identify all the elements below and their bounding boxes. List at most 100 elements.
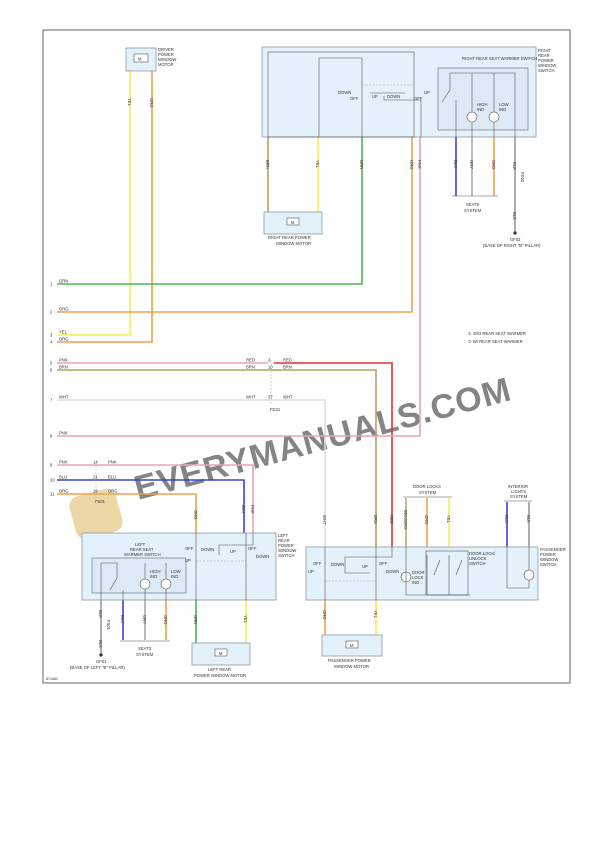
svg-text:BLU: BLU bbox=[120, 615, 125, 623]
svg-text:LOW: LOW bbox=[499, 102, 509, 107]
svg-text:PNK: PNK bbox=[250, 505, 255, 514]
svg-text:PASSENGER POWER: PASSENGER POWER bbox=[328, 658, 371, 663]
driver-power-window-motor: M DRIVER POWER WINDOW MOTOR bbox=[125, 47, 176, 72]
row-label: 2 bbox=[50, 310, 53, 315]
svg-text:DOOR LOCKS: DOOR LOCKS bbox=[413, 484, 441, 489]
passenger-power-window-motor: M PASSENGER POWER WINDOW MOTOR bbox=[321, 634, 383, 669]
row-label: 10 bbox=[268, 365, 273, 370]
svg-text:POWER: POWER bbox=[540, 552, 556, 557]
wire-yel-driver bbox=[57, 70, 131, 336]
svg-text:POWER: POWER bbox=[538, 58, 554, 63]
svg-text:GRY: GRY bbox=[469, 160, 474, 169]
svg-text:SYSTEM: SYSTEM bbox=[510, 494, 528, 499]
svg-text:SEATS: SEATS bbox=[138, 646, 152, 651]
watermark-logo-icon bbox=[69, 488, 123, 540]
wire-label: YEL bbox=[127, 98, 132, 107]
svg-text:GF02: GF02 bbox=[510, 237, 521, 242]
svg-text:RIGHT REAR POWER: RIGHT REAR POWER bbox=[268, 235, 311, 240]
svg-text:UP: UP bbox=[230, 549, 236, 554]
row-label: 11 bbox=[50, 492, 55, 497]
svg-text:SYSTEM: SYSTEM bbox=[464, 208, 482, 213]
svg-text:DOOR: DOOR bbox=[412, 570, 425, 575]
svg-text:WINDOW: WINDOW bbox=[158, 57, 176, 62]
wire-org-driver bbox=[57, 70, 153, 343]
svg-text:BLU: BLU bbox=[504, 515, 509, 523]
svg-text:WINDOW: WINDOW bbox=[538, 63, 556, 68]
svg-text:GRY: GRY bbox=[142, 615, 147, 624]
row-label: BRN bbox=[59, 365, 68, 370]
legend-item: ② W/ REAR SEAT WARMER bbox=[468, 339, 523, 344]
row-label: WHT bbox=[246, 395, 256, 400]
row-label: 4 bbox=[50, 340, 53, 345]
svg-text:LEFT: LEFT bbox=[135, 542, 146, 547]
svg-text:UP: UP bbox=[308, 569, 314, 574]
row-label: RED bbox=[283, 358, 292, 363]
wires bbox=[57, 70, 530, 654]
svg-text:HIGH: HIGH bbox=[150, 569, 160, 574]
rr-wire-labels: BRN YEL GRN ORG PNK BLU GRY ORG BLK BLK … bbox=[265, 160, 525, 220]
svg-text:POWER WINDOW MOTOR: POWER WINDOW MOTOR bbox=[194, 673, 246, 678]
svg-text:REAR SEAT: REAR SEAT bbox=[130, 547, 154, 552]
low-ind-icon bbox=[160, 578, 172, 590]
svg-text:BRN: BRN bbox=[373, 515, 378, 524]
svg-text:LEFT: LEFT bbox=[278, 533, 289, 538]
row-label: GRN bbox=[59, 279, 68, 284]
row-label: ORG bbox=[108, 489, 118, 494]
svg-text:BRN/ORG: BRN/ORG bbox=[403, 510, 408, 530]
row-label: PNK bbox=[108, 460, 117, 465]
svg-text:INTERIOR: INTERIOR bbox=[508, 484, 528, 489]
svg-text:DOWN: DOWN bbox=[331, 562, 344, 567]
svg-text:BRN: BRN bbox=[265, 160, 270, 169]
svg-text:YEL: YEL bbox=[315, 160, 320, 169]
row-label: ORG bbox=[59, 307, 69, 312]
svg-text:ORG: ORG bbox=[322, 610, 327, 620]
svg-text:PASSENGER: PASSENGER bbox=[540, 547, 566, 552]
wire-label: ORG bbox=[149, 98, 154, 108]
svg-text:IND: IND bbox=[150, 574, 157, 579]
svg-text:BLU: BLU bbox=[453, 160, 458, 168]
row-label: 19 bbox=[93, 489, 98, 494]
connector-label-fs01: FS01 bbox=[95, 499, 106, 504]
row-label: ORG bbox=[59, 337, 69, 342]
svg-text:ORG: ORG bbox=[193, 510, 198, 520]
low-ind-icon bbox=[488, 111, 500, 123]
svg-text:DOWN: DOWN bbox=[386, 569, 399, 574]
row-label: WHT bbox=[59, 395, 69, 400]
pass-wire-labels: WHT BRN RED BRN/ORG ORG YEL BLU BLK ORG … bbox=[322, 510, 531, 620]
svg-text:OFF: OFF bbox=[350, 96, 359, 101]
wire-org-row2 bbox=[57, 137, 413, 313]
wire-blu-row10 bbox=[57, 479, 245, 533]
svg-text:ORG: ORG bbox=[409, 160, 414, 170]
svg-text:SWITCH: SWITCH bbox=[540, 562, 557, 567]
svg-text:PNK: PNK bbox=[417, 160, 422, 169]
svg-text:UP: UP bbox=[362, 564, 368, 569]
svg-text:IND: IND bbox=[171, 574, 178, 579]
svg-text:UP: UP bbox=[424, 90, 430, 95]
svg-text:(BASE OF RIGHT "B" PILLAR): (BASE OF RIGHT "B" PILLAR) bbox=[483, 243, 541, 248]
ground-icon bbox=[513, 231, 517, 235]
row-label: 7 bbox=[50, 398, 53, 403]
svg-text:LOW: LOW bbox=[171, 569, 181, 574]
row-label: PNK bbox=[59, 460, 68, 465]
svg-text:WARMER SWITCH: WARMER SWITCH bbox=[124, 552, 161, 557]
svg-text:BLK: BLK bbox=[98, 610, 103, 618]
svg-text:ORG: ORG bbox=[163, 615, 168, 625]
wire-red-row5 bbox=[274, 362, 393, 547]
svg-text:POWER: POWER bbox=[278, 543, 294, 548]
svg-text:SYSTEM: SYSTEM bbox=[419, 490, 437, 495]
left-rear-power-window-motor: M LEFT REAR POWER WINDOW MOTOR bbox=[191, 642, 251, 678]
svg-text:SYSTEM: SYSTEM bbox=[136, 652, 154, 657]
svg-text:GRN: GRN bbox=[193, 615, 198, 624]
svg-text:LIGHTS: LIGHTS bbox=[511, 489, 526, 494]
svg-text:ORG: ORG bbox=[424, 515, 429, 525]
row-label: 3 bbox=[268, 358, 271, 363]
svg-text:BLK: BLK bbox=[98, 640, 103, 648]
svg-text:M: M bbox=[138, 57, 142, 62]
light-icon bbox=[523, 569, 535, 581]
ground-icon bbox=[99, 653, 103, 657]
svg-text:IND: IND bbox=[477, 107, 484, 112]
svg-text:BLK: BLK bbox=[512, 212, 517, 220]
wire-pnk-row8 bbox=[57, 137, 421, 437]
svg-text:WINDOW: WINDOW bbox=[540, 557, 558, 562]
